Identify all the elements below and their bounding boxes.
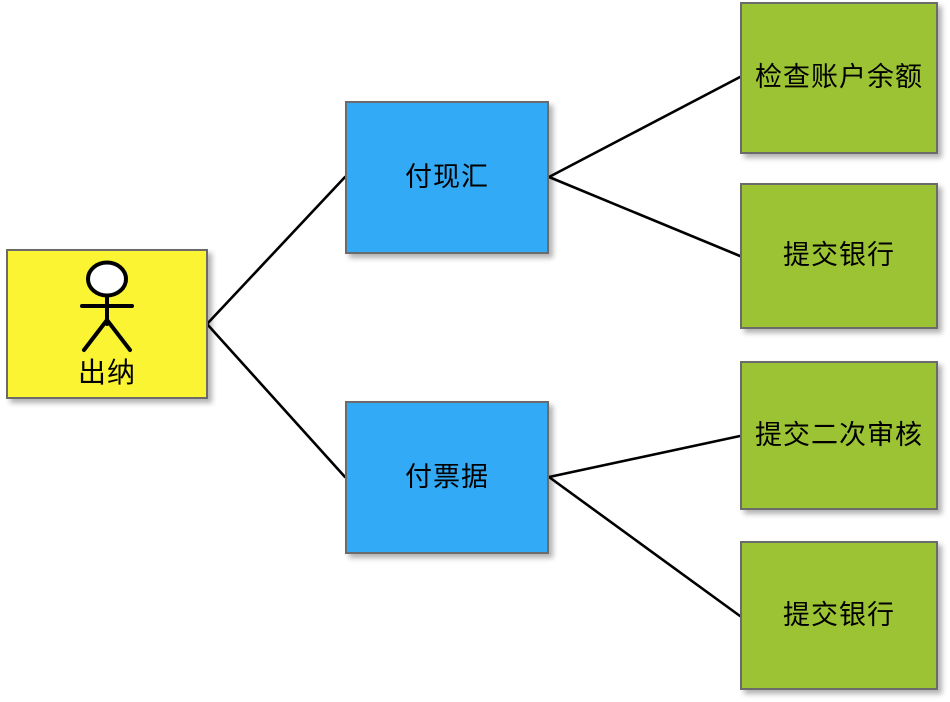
edge-process-2-to-task-3 (547, 434, 742, 479)
node-process-2-label: 付票据 (405, 461, 489, 493)
edge-process-2-to-task-4 (547, 475, 742, 618)
edge-actor-to-process-2 (205, 322, 347, 479)
node-task-2[interactable]: 提交银行 (740, 183, 938, 329)
node-process-1[interactable]: 付现汇 (345, 101, 549, 254)
node-task-3[interactable]: 提交二次审核 (740, 361, 938, 510)
node-task-1[interactable]: 检查账户余额 (740, 2, 938, 154)
edge-actor-to-process-1 (205, 175, 347, 326)
node-actor[interactable]: 出纳 (6, 249, 208, 399)
node-actor-label: 出纳 (77, 356, 136, 390)
node-task-3-label: 提交二次审核 (755, 419, 923, 451)
node-process-1-label: 付现汇 (405, 161, 489, 193)
node-task-4[interactable]: 提交银行 (740, 541, 938, 690)
node-task-4-label: 提交银行 (783, 599, 895, 631)
stick-figure-actor-icon (69, 258, 145, 358)
edge-process-1-to-task-1 (547, 75, 742, 179)
node-process-2[interactable]: 付票据 (345, 401, 549, 554)
edge-process-1-to-task-2 (547, 175, 742, 258)
node-task-2-label: 提交银行 (783, 240, 895, 272)
node-task-1-label: 检查账户余额 (755, 62, 923, 94)
